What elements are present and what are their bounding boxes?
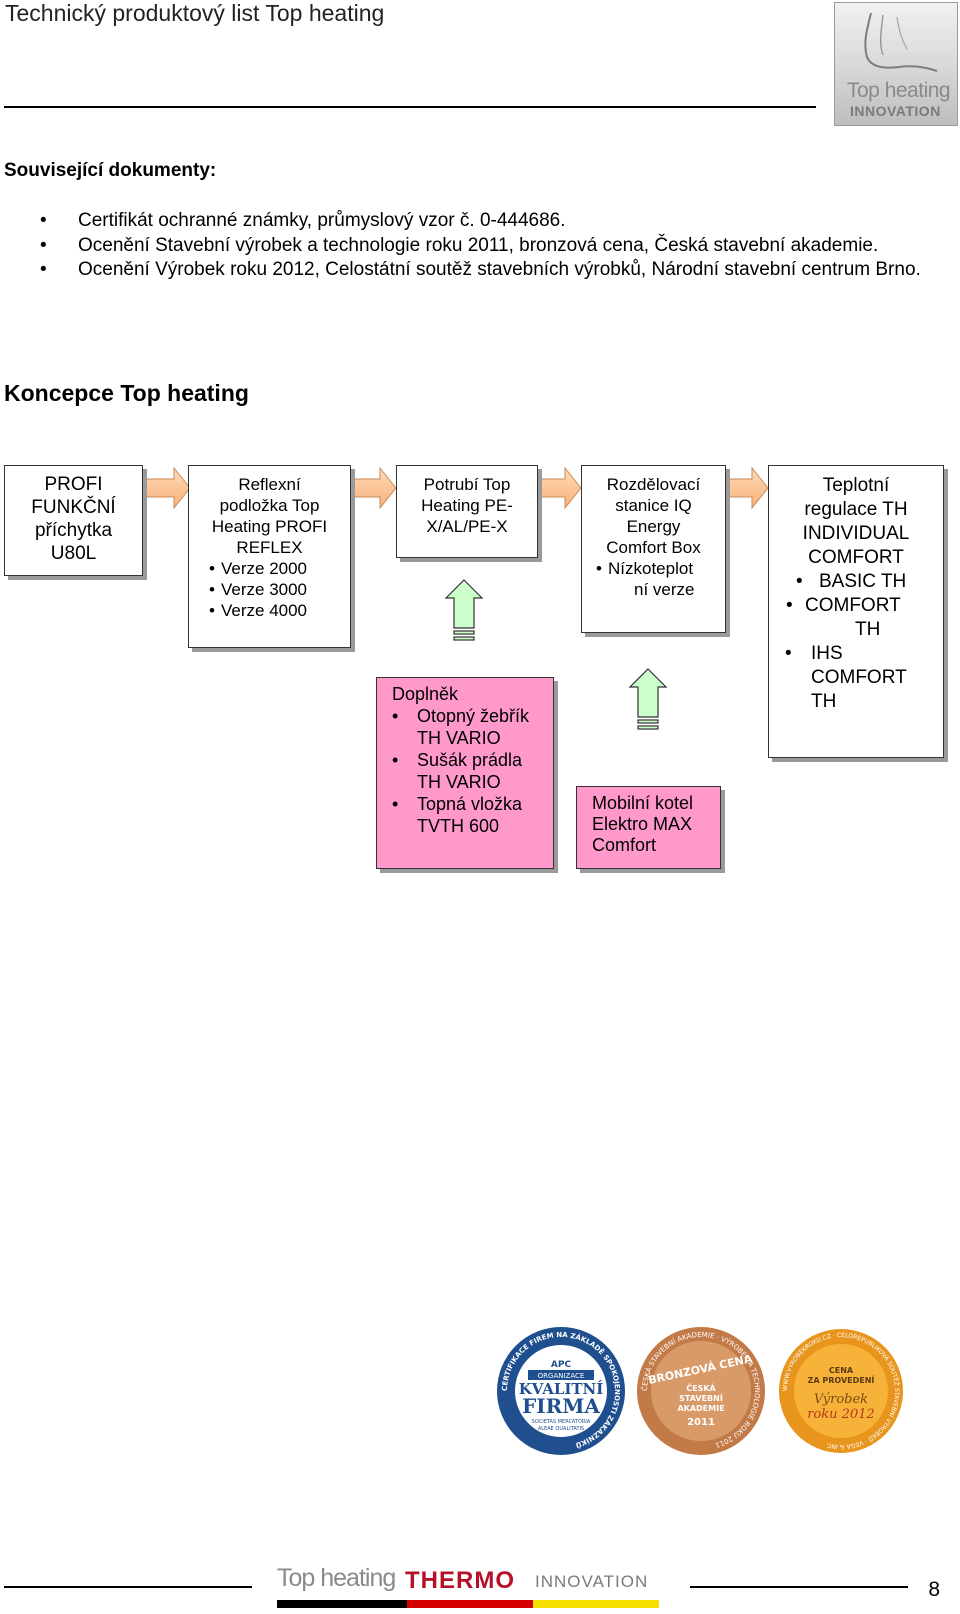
box-reflex-pad: Reflexní podložka Top Heating PROFI REFL…	[188, 465, 351, 648]
document-title: Technický produktový list Top heating	[5, 0, 385, 26]
logo-text-bottom: INNOVATION	[850, 103, 941, 119]
svg-text:Výrobek: Výrobek	[814, 1392, 868, 1407]
box-temperature-control: Teplotní regulace TH INDIVIDUAL COMFORT …	[768, 465, 944, 758]
bullet-icon: •	[40, 210, 47, 231]
list-item: •IHS	[785, 643, 843, 664]
bronze-award-seal: ČESKÁ STAVEBNÍ AKADEMIE · VÝROBEK A TECH…	[637, 1327, 765, 1455]
up-arrow-tail	[637, 725, 659, 730]
svg-text:SOCIETAS MERCATORIA: SOCIETAS MERCATORIA	[532, 1419, 591, 1425]
up-arrow-tail	[453, 630, 475, 635]
box-distribution-station: Rozdělovací stanice IQ Energy Comfort Bo…	[581, 465, 726, 633]
right-arrow-icon	[351, 466, 397, 510]
right-arrow-icon	[537, 466, 582, 510]
footer-stripe-red	[407, 1600, 533, 1608]
svg-text:APC: APC	[551, 1360, 572, 1370]
footer-stripe-black	[277, 1600, 407, 1608]
quality-firm-seal: CERTIFIKACE FIREM NA ZÁKLADĚ SPOKOJENOST…	[497, 1327, 625, 1455]
product-of-year-seal: WWW.VYROBEKROKU.CZ · CELOREPUBLIKOVÁ SOU…	[779, 1329, 903, 1453]
header-rule	[4, 106, 816, 108]
footer-brand-thermo: THERMO	[405, 1567, 515, 1594]
up-arrow-icon	[444, 579, 484, 629]
box-pipe: Potrubí Top Heating PE- X/AL/PE-X	[396, 465, 538, 558]
svg-text:KVALITNÍ: KVALITNÍ	[519, 1380, 604, 1398]
svg-text:AKADEMIE: AKADEMIE	[677, 1404, 724, 1413]
list-item: •Verze 4000	[209, 601, 308, 620]
box-profi-bracket: PROFI FUNKČNÍ příchytka U80L	[4, 465, 143, 576]
related-documents-heading: Související dokumenty:	[4, 160, 217, 181]
bullet-icon: •	[796, 571, 803, 592]
award-seals: CERTIFIKACE FIREM NA ZÁKLADĚ SPOKOJENOST…	[497, 1327, 903, 1455]
svg-text:ČESKÁ: ČESKÁ	[686, 1382, 716, 1393]
up-arrow-tail	[637, 719, 659, 724]
svg-text:STAVEBNÍ: STAVEBNÍ	[679, 1392, 723, 1403]
logo-text-top: Top heating	[847, 79, 951, 102]
list-item: •Verze 2000	[209, 559, 308, 578]
bullet-icon: •	[392, 794, 399, 814]
list-item: •Ocenění Stavební výrobek a technologie …	[40, 234, 955, 259]
svg-text:ORGANIZACE: ORGANIZACE	[538, 1372, 585, 1380]
svg-text:CENA: CENA	[829, 1366, 854, 1375]
footer-brand-top: Top heating	[277, 1564, 396, 1592]
footer-brand-logo: Top heating THERMO INNOVATION	[277, 1564, 663, 1610]
svg-text:ALEAE QUALITATIS: ALEAE QUALITATIS	[538, 1426, 584, 1432]
bullet-icon: •	[785, 643, 792, 664]
svg-text:2011: 2011	[687, 1417, 715, 1428]
footer-rule-right	[690, 1586, 908, 1588]
bullet-icon: •	[40, 234, 47, 256]
list-item: •COMFORT	[786, 595, 901, 616]
related-documents-list: •Certifikát ochranné známky, průmyslový …	[40, 209, 955, 283]
bullet-icon: •	[209, 559, 215, 578]
foot-outline-icon	[864, 12, 938, 72]
list-item: •Nízkoteplot	[596, 559, 694, 578]
page-number: 8	[928, 1578, 940, 1601]
svg-text:FIRMA: FIRMA	[522, 1394, 600, 1418]
bullet-icon: •	[209, 601, 215, 620]
list-item: •Certifikát ochranné známky, průmyslový …	[40, 209, 955, 234]
concept-heading: Koncepce Top heating	[4, 380, 249, 406]
bullet-icon: •	[596, 559, 602, 578]
list-item: •Ocenění Výrobek roku 2012, Celostátní s…	[40, 258, 955, 283]
bullet-icon: •	[392, 706, 399, 726]
footer-stripe-yellow	[533, 1600, 659, 1608]
concept-diagram-arrows	[142, 466, 769, 730]
list-item: •BASIC TH	[796, 571, 907, 592]
bullet-icon: •	[786, 595, 793, 616]
up-arrow-tail	[453, 636, 475, 641]
top-heating-logo: Top heating INNOVATION	[834, 2, 958, 126]
svg-text:ZA PROVEDENÍ: ZA PROVEDENÍ	[808, 1374, 875, 1385]
bullet-icon: •	[40, 259, 47, 280]
right-arrow-icon	[142, 466, 191, 510]
svg-text:roku 2012: roku 2012	[807, 1407, 875, 1422]
list-item: •Verze 3000	[209, 580, 308, 599]
footer-rule-left	[4, 1586, 252, 1588]
right-arrow-icon	[725, 466, 769, 510]
bullet-icon: •	[209, 580, 215, 599]
up-arrow-icon	[628, 668, 668, 718]
bullet-icon: •	[392, 750, 399, 770]
footer-brand-innovation: INNOVATION	[535, 1572, 649, 1591]
box-mobile-boiler: Mobilní kotel Elektro MAX Comfort	[576, 786, 721, 869]
